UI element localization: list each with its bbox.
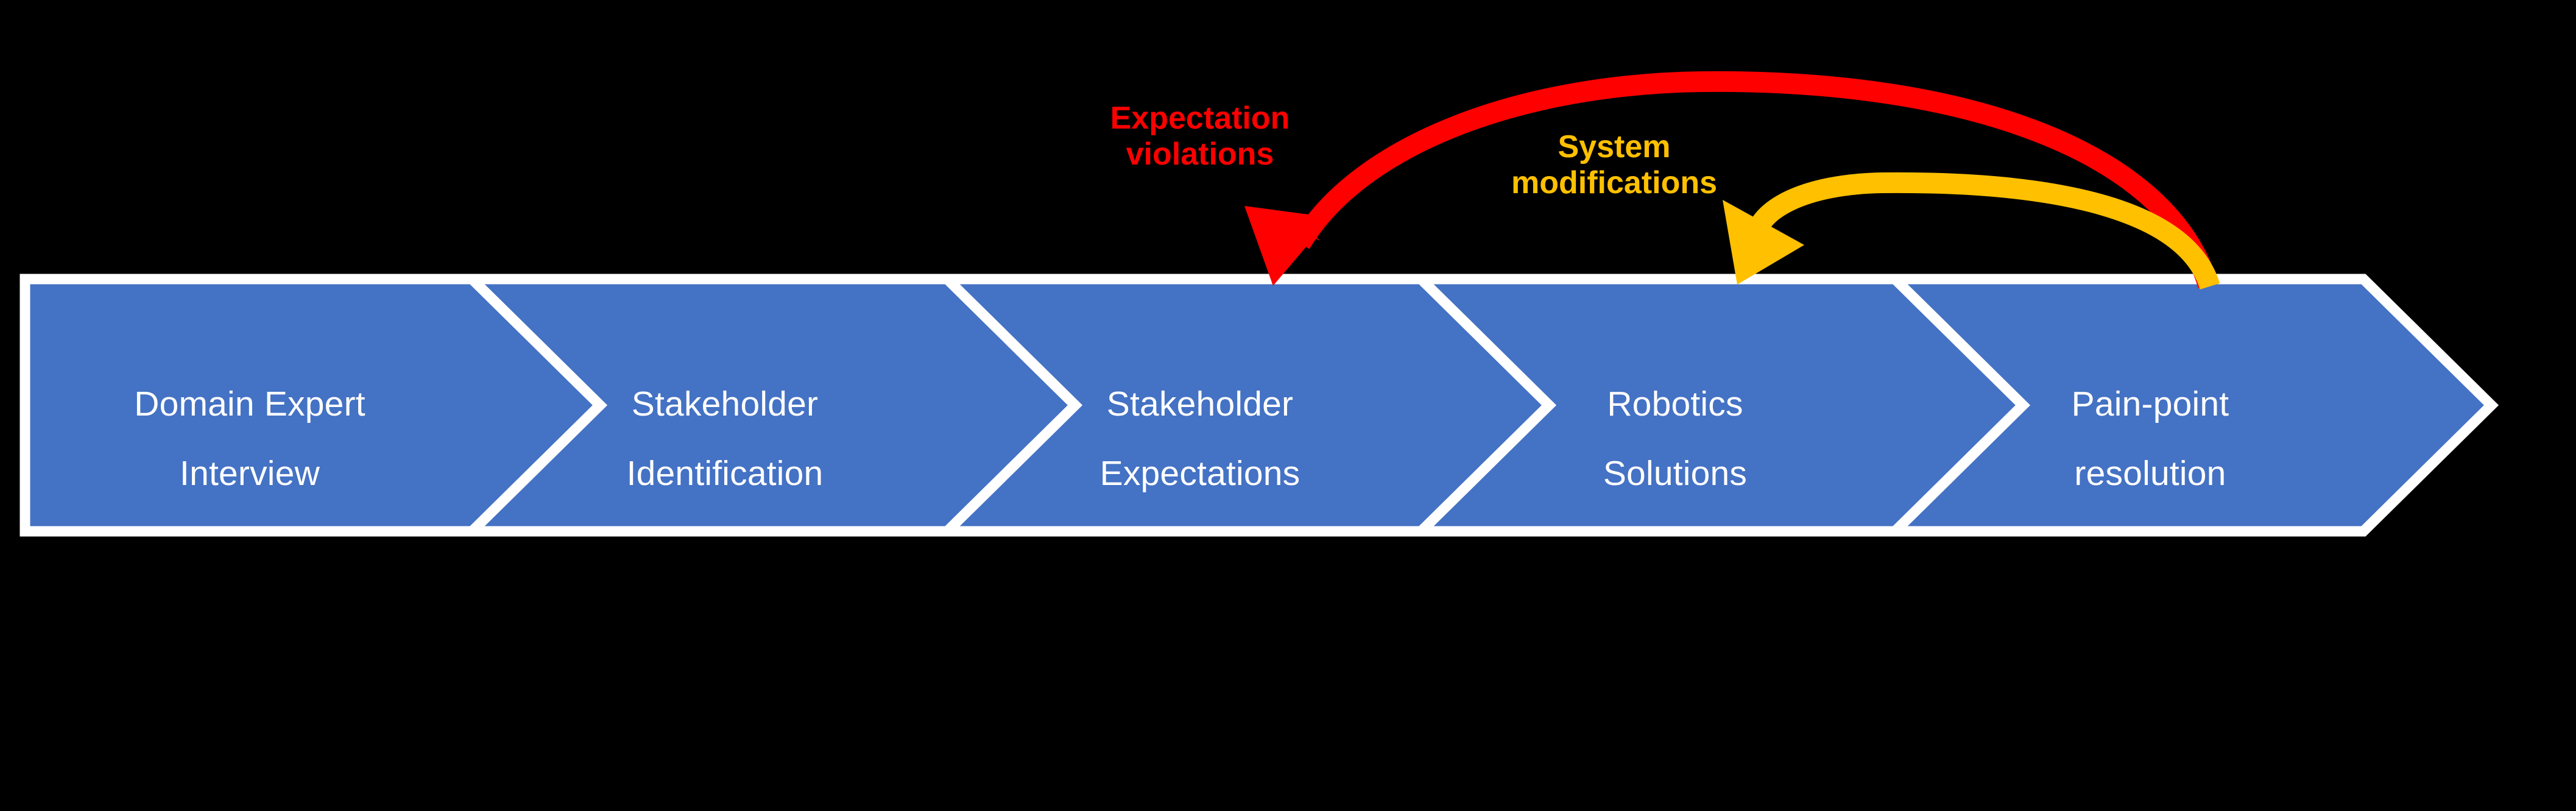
feedback-arrow-label-line2: violations [1126, 136, 1274, 172]
feedback-arrow-label-line1: System [1558, 129, 1671, 165]
feedback-arrow-label-line2: modifications [1511, 165, 1718, 201]
process-chevron-band [0, 268, 2576, 542]
feedback-arrow-label-system-modifications: System modifications [1462, 129, 1766, 202]
feedback-arrow-label-line1: Expectation [1110, 101, 1290, 136]
feedback-arrow-label-expectation-violations: Expectation violations [1060, 101, 1340, 173]
chevron-shape-pain-point-resolution[interactable] [1882, 274, 2499, 537]
